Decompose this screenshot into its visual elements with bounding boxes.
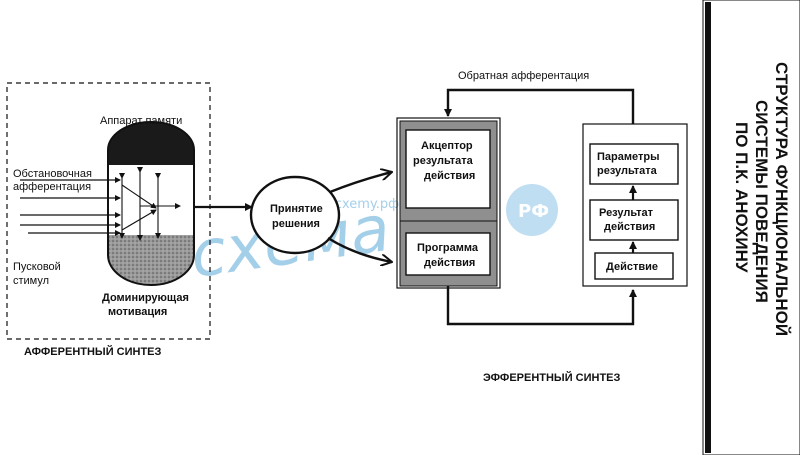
capsule-inner-arrows xyxy=(119,167,181,241)
program-label-1: Программа xyxy=(417,242,479,254)
title-panel-bar xyxy=(705,2,711,453)
memory-cap xyxy=(108,122,194,165)
acceptor-label-3: действия xyxy=(424,170,475,182)
result-label-1: Результат xyxy=(599,207,654,219)
params-label-1: Параметры xyxy=(597,151,659,163)
decision-ellipse xyxy=(249,175,341,255)
decision-to-acceptor-arrow xyxy=(329,172,392,194)
program-label-2: действия xyxy=(424,257,475,269)
result-label-2: действия xyxy=(604,221,655,233)
afferent-caption: АФФЕРЕНТНЫЙ СИНТЕЗ xyxy=(24,345,162,358)
vertical-title: СТРУКТУРА ФУНКЦИОНАЛЬНОЙ СИСТЕМЫ ПОВЕДЕН… xyxy=(732,62,791,336)
watermark: схема www.cxemy.pф РФ xyxy=(186,184,558,293)
situational-label-2: афферентация xyxy=(13,181,91,193)
motivation-label-1: Доминирующая xyxy=(102,292,189,304)
watermark-blob xyxy=(506,184,558,236)
efferent-right-frame xyxy=(582,123,688,287)
title-panel xyxy=(702,0,800,455)
trigger-label-1: Пусковой xyxy=(13,261,61,273)
params-box xyxy=(589,143,679,185)
trigger-label-2: стимул xyxy=(13,275,49,287)
watermark-badge: РФ xyxy=(518,201,549,222)
afferent-input-arrows xyxy=(20,177,121,236)
afferent-capsule xyxy=(107,121,195,286)
title-line-2: СИСТЕМЫ ПОВЕДЕНИЯ xyxy=(752,100,771,303)
feedback-arrow xyxy=(444,88,635,124)
program-box xyxy=(405,232,491,276)
situational-label-1: Обстановочная xyxy=(13,168,92,180)
action-label: Действие xyxy=(606,261,658,273)
afferent-synthesis-frame xyxy=(6,82,211,340)
efferent-caption: ЭФФЕРЕНТНЫЙ СИНТЕЗ xyxy=(483,371,621,384)
acceptor-box xyxy=(405,129,491,209)
title-line-3: ПО П.К. АНОХИНУ xyxy=(732,122,751,273)
params-label-2: результата xyxy=(597,165,658,177)
decision-label-2: решения xyxy=(272,218,320,230)
decision-label-1: Принятие xyxy=(270,203,323,215)
program-to-action-arrow xyxy=(446,286,637,326)
decision-to-program-arrow xyxy=(327,236,392,262)
feedback-label: Обратная афферентация xyxy=(458,70,589,82)
result-box xyxy=(589,199,679,241)
acceptor-label-1: Акцептор xyxy=(421,140,473,152)
title-line-1: СТРУКТУРА ФУНКЦИОНАЛЬНОЙ xyxy=(772,62,791,336)
motivation-cap xyxy=(108,235,194,285)
action-box xyxy=(594,252,674,280)
acceptor-label-2: результата xyxy=(413,155,474,167)
memory-label: Аппарат памяти xyxy=(100,115,182,127)
motivation-label-2: мотивация xyxy=(108,306,167,318)
